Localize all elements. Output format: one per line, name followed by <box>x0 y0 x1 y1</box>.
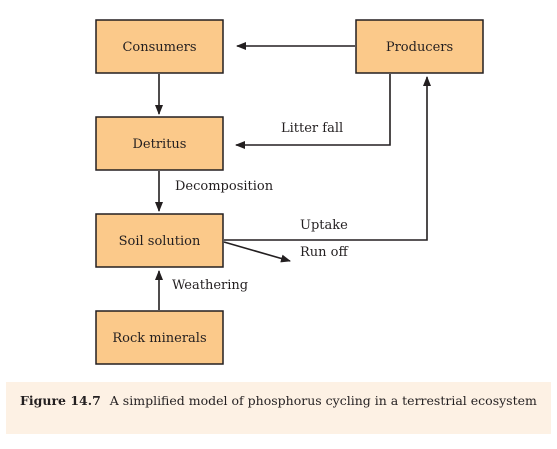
edge-label-weathering: Weathering <box>172 278 248 293</box>
edge-label-litter-fall: Litter fall <box>281 121 343 136</box>
edge-label-uptake: Uptake <box>300 218 348 233</box>
node-producers-label: Producers <box>386 40 453 55</box>
node-soil-solution-label: Soil solution <box>119 234 201 249</box>
node-soil-solution: Soil solution <box>95 213 224 268</box>
node-detritus-label: Detritus <box>133 137 187 152</box>
figure-caption-text: A simplified model of phosphorus cycling… <box>109 393 537 408</box>
node-rock-minerals-label: Rock minerals <box>112 331 206 346</box>
edge-label-run-off: Run off <box>300 245 349 260</box>
edge-run-off <box>223 241 291 263</box>
figure-caption-label: Figure 14.7 <box>20 393 101 408</box>
node-rock-minerals: Rock minerals <box>95 310 224 365</box>
edge-label-decomposition: Decomposition <box>175 179 274 194</box>
node-detritus: Detritus <box>95 116 224 171</box>
node-consumers-label: Consumers <box>122 40 196 55</box>
node-producers: Producers <box>355 19 484 74</box>
node-consumers: Consumers <box>95 19 224 74</box>
figure-caption: Figure 14.7 A simplified model of phosph… <box>6 382 551 434</box>
edge-litter-fall <box>235 74 391 149</box>
edge-uptake <box>224 76 431 241</box>
